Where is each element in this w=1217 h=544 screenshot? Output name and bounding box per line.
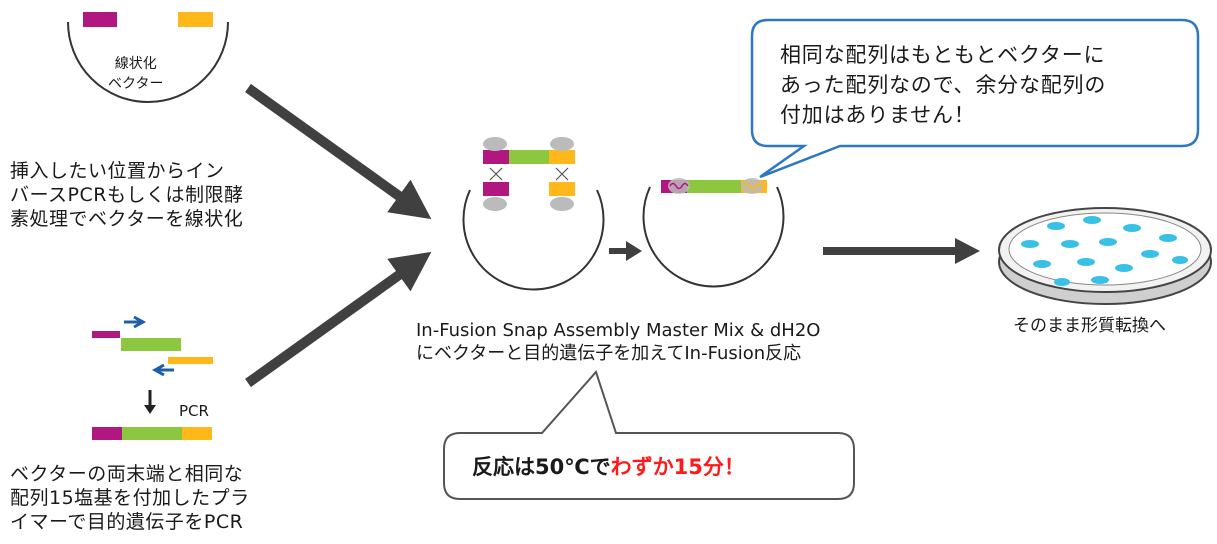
annealing-intermediate-icon [462,137,605,291]
homology-callout-line-2: あった配列なので、余分な配列の [780,73,1107,97]
flow-arrow-small [609,241,642,261]
primer-description-line-2: 配列15塩基を付加したプラ [10,486,250,509]
pcr-product-icon [92,427,212,440]
transformation-label: そのまま形質転換へ [1013,316,1166,336]
vector-description-line-2: バースPCRもしくは制限酵 [10,183,244,206]
pcr-primers-icon [92,315,213,414]
reaction-time-highlight: わずか15分！ [610,455,745,479]
colonies [1021,216,1188,286]
primer-description: ベクターの両末端と相同な 配列15塩基を付加したプラ イマーで目的遺伝子をPCR [10,463,250,534]
vector-description-line-3: 素処理でベクターを線状化 [10,207,244,230]
reaction-time-callout-bubble [443,370,855,500]
reaction-caption-line-1: In-Fusion Snap Assembly Master Mix & dH2… [416,320,821,341]
flow-arrow-pcr [245,251,432,388]
reaction-caption: In-Fusion Snap Assembly Master Mix & dH2… [416,320,820,365]
pcr-label: PCR [179,402,209,420]
linearized-vector-label: 線状化 ベクター [108,54,163,94]
vector-description: 挿入したい位置からイン バースPCRもしくは制限酵 素処理でベクターを線状化 [10,160,243,231]
circular-product-icon [642,178,785,288]
reaction-time-callout-text: 反応は50℃でわずか15分！ [472,454,745,480]
homology-callout-line-1: 相同な配列はもともとベクターに [780,43,1106,67]
vector-label-line-2: ベクター [108,76,164,92]
flow-arrow-vector [245,83,432,220]
reaction-time-prefix: 反応は50℃で [472,455,611,479]
petri-dish-icon [998,207,1212,305]
primer-description-line-3: イマーで目的遺伝子をPCR [10,510,244,533]
homology-callout-text: 相同な配列はもともとベクターに あった配列なので、余分な配列の 付加はありません… [780,40,1106,130]
linearized-vector-icon [67,12,229,103]
vector-description-line-1: 挿入したい位置からイン [10,160,225,182]
homology-callout-line-3: 付加はありません！ [780,103,976,127]
homology-callout-bubble [750,18,1200,179]
reaction-caption-line-2: にベクターと目的遺伝子を加えてIn-Fusion反応 [416,342,802,364]
flow-arrow-transformation [823,238,980,264]
vector-label-line-1: 線状化 [114,56,157,72]
primer-description-line-1: ベクターの両末端と相同な [10,463,244,485]
